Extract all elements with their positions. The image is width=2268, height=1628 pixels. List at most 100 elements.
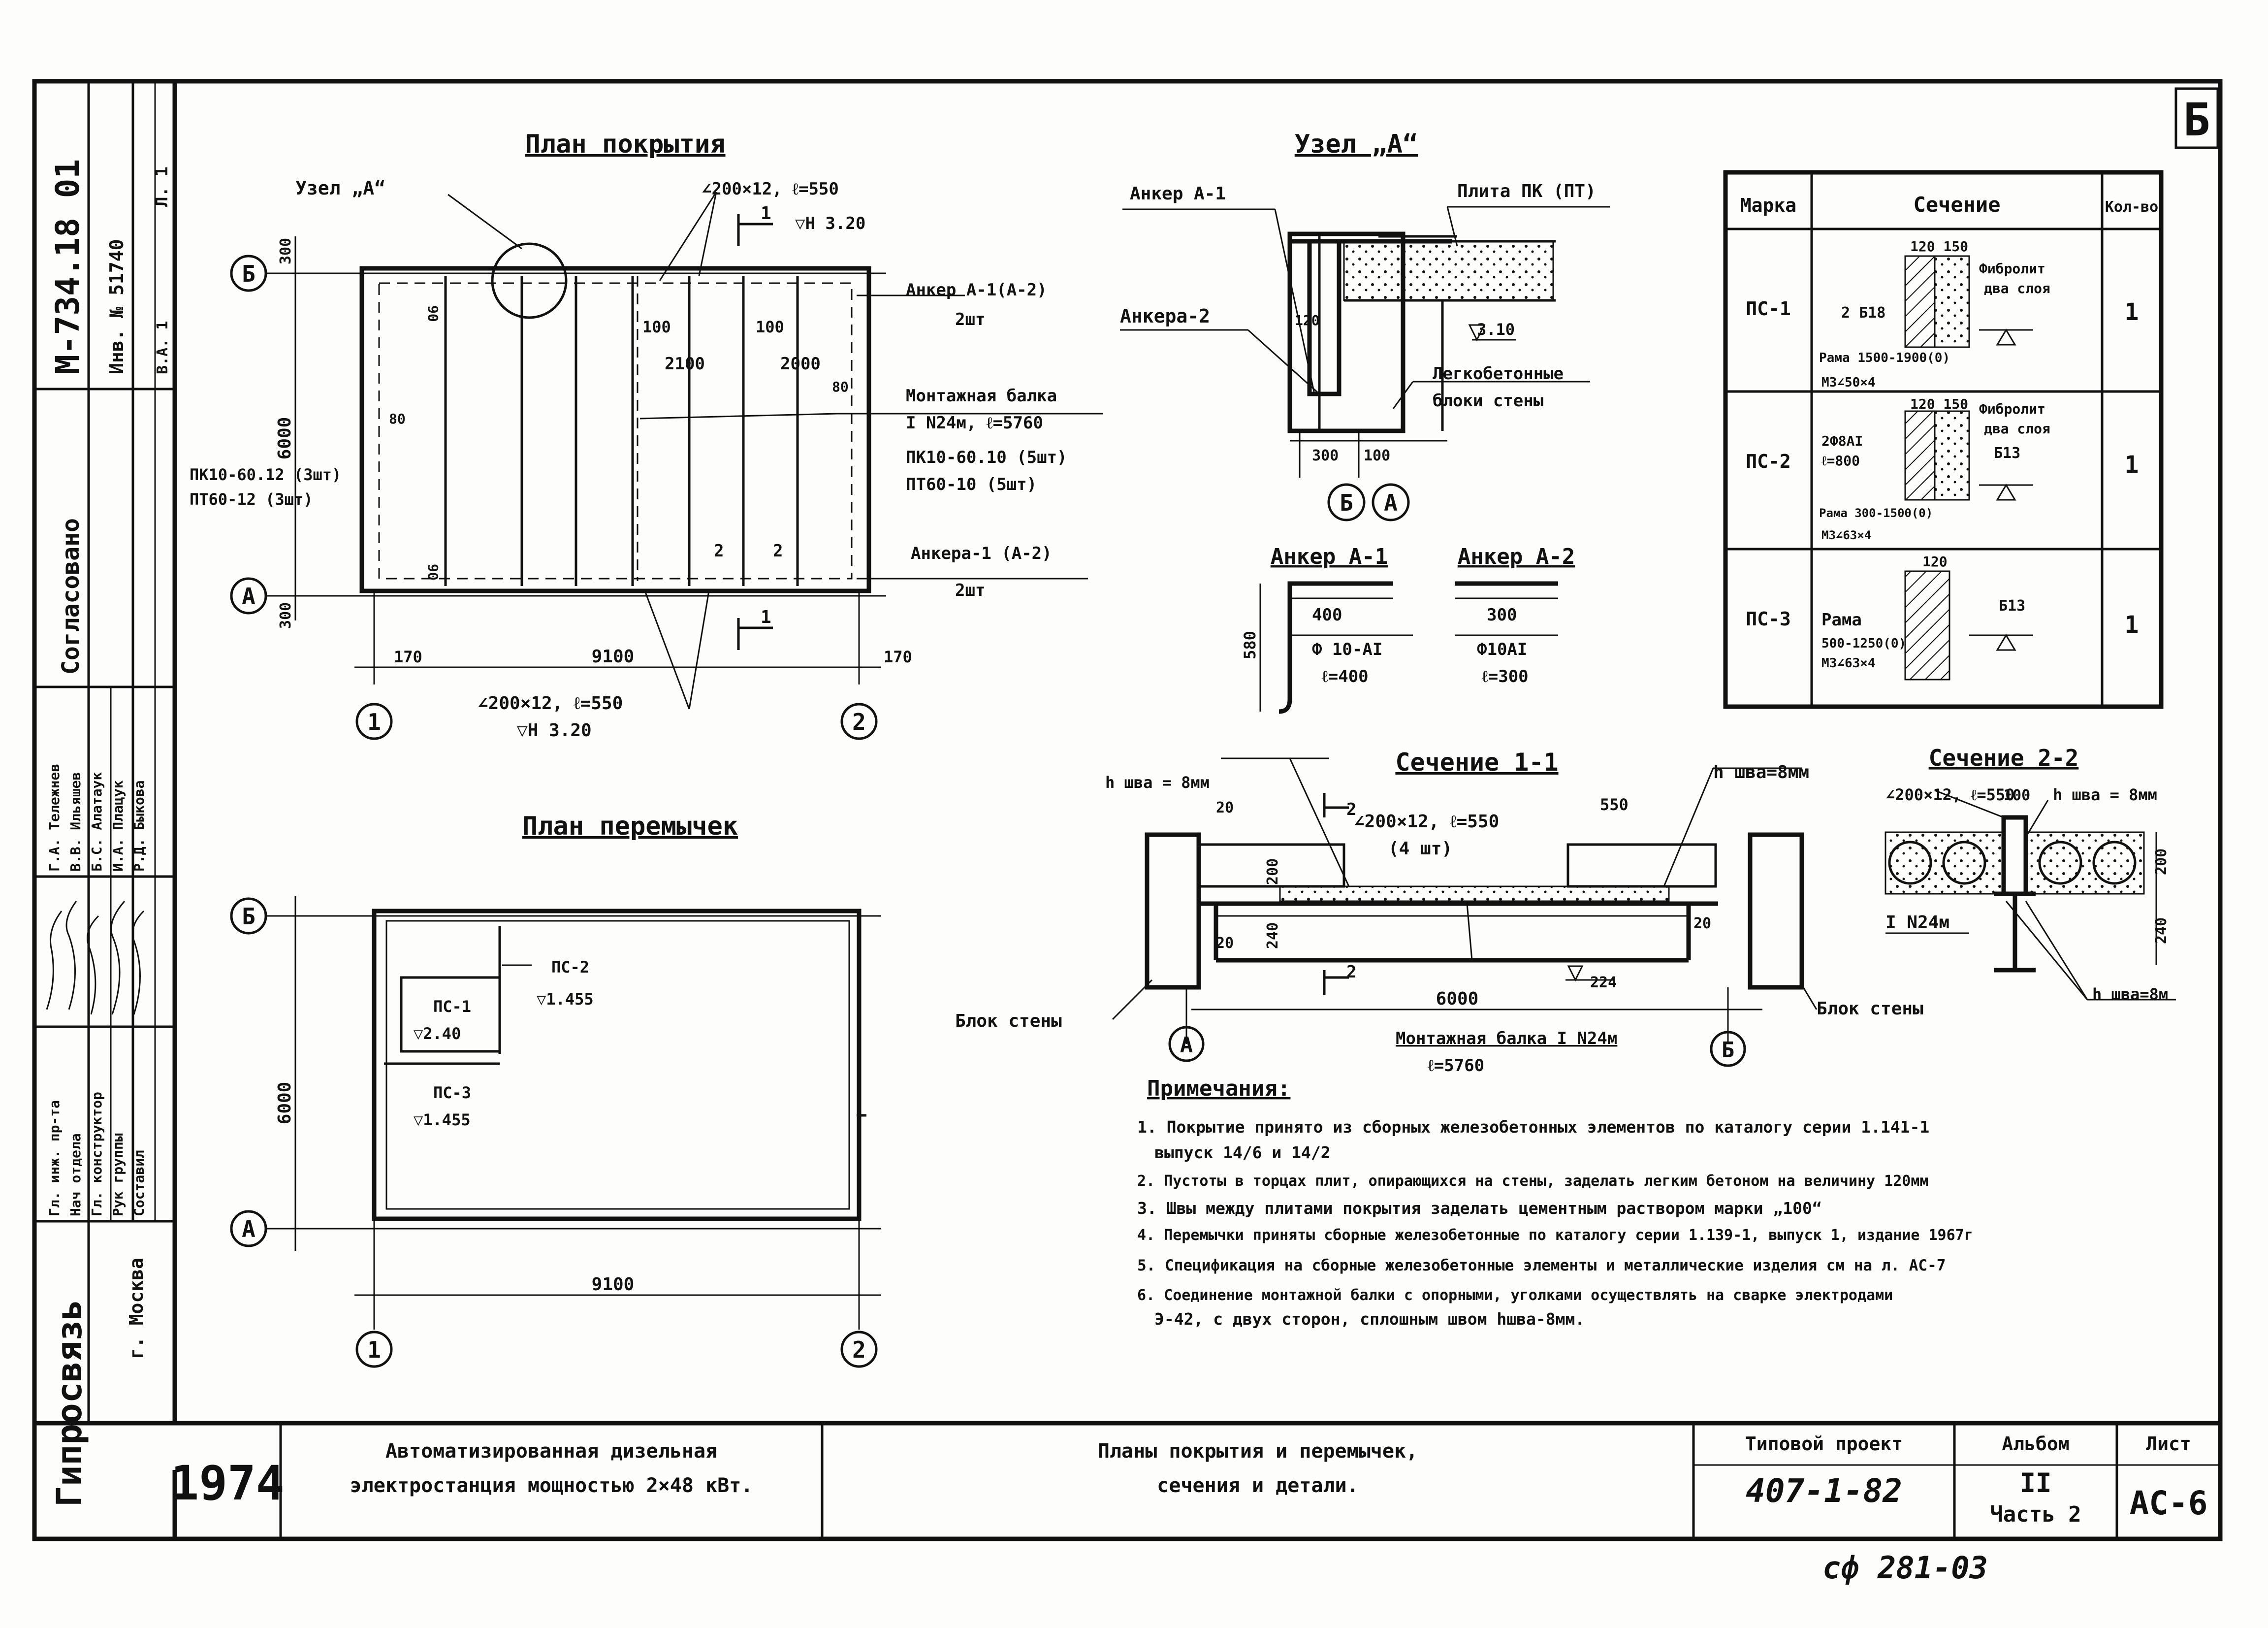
section-22-dim-200: 200 <box>2153 848 2170 875</box>
node-slab: Плита ПК (ПТ) <box>1457 181 1596 201</box>
lintel-axis-b: Б <box>242 903 256 930</box>
section-11-dim-6000: 6000 <box>1436 989 1479 1009</box>
section-22-angle: ∠200×12, ℓ=550 <box>1885 785 2014 804</box>
section-11-block-left: Блок стены <box>955 1011 1062 1031</box>
node-axis-a-circle <box>1372 483 1410 521</box>
svg-text:Рама 1500-1900(0): Рама 1500-1900(0) <box>1819 351 1950 365</box>
list-item: 1. Покрытие принято из сборных железобет… <box>1137 1117 1929 1137</box>
node-dim-120: 120 <box>1295 312 1320 328</box>
svg-text:Рама: Рама <box>1821 610 1862 630</box>
table-row: ПС-1 1 2 Б18 Рама 1500-1900(0) МЗ∠50×4 1… <box>1746 238 2139 390</box>
roof-plan-axes <box>230 255 878 740</box>
roof-dim-90-bottom: 90 <box>425 564 441 581</box>
lintel-dim-width: 9100 <box>592 1274 635 1295</box>
roof-plan-title: План покрытия <box>525 130 726 159</box>
svg-text:Б.С. Алатаук: Б.С. Алатаук <box>89 772 105 872</box>
section-11-mark-224: 224 <box>1590 974 1617 991</box>
roof-mark-top: ▽Н 3.20 <box>795 214 865 233</box>
roof-mark-bottom: ▽Н 3.20 <box>517 720 592 741</box>
svg-text:120 150: 120 150 <box>1910 238 1968 255</box>
roof-axis-2: 2 <box>852 709 866 735</box>
archive-stamp: сф 281-03 <box>1822 1550 1988 1586</box>
anchor-a2-dim: 300 <box>1487 605 1517 625</box>
roof-dim-2000: 2000 <box>780 354 821 374</box>
roof-axis-1: 1 <box>367 709 381 735</box>
year: 1974 <box>170 1456 284 1511</box>
section-11-axis-b-circle <box>1710 1031 1746 1067</box>
table-row: ПС-2 1 2Ф8АI ℓ=800 Рама 300-1500(0) МЗ∠6… <box>1746 396 2139 542</box>
organization-city: г. Москва <box>126 1258 147 1359</box>
node-axis-a: А <box>1384 489 1398 516</box>
roof-dim-left: 170 <box>394 648 422 666</box>
typical-project-number: 407-1-82 <box>1746 1472 1902 1510</box>
sheet-frame <box>32 79 2223 1541</box>
svg-text:2Ф8АI: 2Ф8АI <box>1821 433 1863 449</box>
roof-angle-top: ∠200×12, ℓ=550 <box>702 179 839 199</box>
lintel-ps3-mark: ▽1.455 <box>414 1110 471 1129</box>
node-axis-b-circle <box>1327 483 1366 521</box>
staff-roles: Гл. инж. пр-та Нач отдела Гл. конструкто… <box>46 1092 147 1216</box>
anchor-a1-length: ℓ=400 <box>1322 667 1369 686</box>
anchor-a2-length: ℓ=300 <box>1482 667 1529 686</box>
roof-slab-right-1: ПК10-60.10 (5шт) <box>906 448 1067 467</box>
roof-dim-80-right: 80 <box>832 379 849 395</box>
svg-text:МЗ∠63×4: МЗ∠63×4 <box>1821 656 1876 671</box>
list-item: 2. Пустоты в торцах плит, опирающихся на… <box>1137 1172 1928 1190</box>
roof-slab-right-2: ПТ60-10 (5шт) <box>906 475 1037 494</box>
notes-list: 1. Покрытие принято из сборных железобет… <box>1137 1117 1973 1329</box>
svg-text:2 Б18: 2 Б18 <box>1841 304 1885 322</box>
roof-cut-2-right: 2 <box>773 541 783 561</box>
anchor-a1-dim: 400 <box>1312 605 1342 625</box>
section-11-dim-20-right: 20 <box>1693 915 1711 932</box>
section-22-weld-bottom: h шва=8м <box>2092 985 2168 1004</box>
album-label: Альбом <box>2002 1433 2069 1455</box>
section-11-weld-left: h шва = 8мм <box>1105 773 1210 792</box>
section-11-block-right: Блок стены <box>1817 999 1923 1019</box>
lintel-ps2-label: ПС-2 <box>551 958 589 977</box>
roof-anchor-bottom: Анкера-1 (А-2) <box>911 544 1052 563</box>
roof-axis-b: Б <box>242 260 256 287</box>
section-11-axis-b: Б <box>1722 1038 1735 1063</box>
inventory-number: Инв. № 51740 <box>106 239 128 374</box>
list-item: 6. Соединение монтажной балки с опорными… <box>1137 1287 1893 1304</box>
roof-beam-spec: I N24м, ℓ=5760 <box>906 413 1043 433</box>
svg-text:Нач отдела: Нач отдела <box>67 1133 84 1216</box>
section-22-title: Сечение 2-2 <box>1929 745 2079 771</box>
album-number: II <box>2019 1467 2051 1498</box>
section-22-beam: I N24м <box>1885 912 1949 933</box>
lintel-table <box>1723 170 2164 709</box>
sheet-mark-box <box>2174 87 2219 149</box>
svg-text:Г.А. Тележнев: Г.А. Тележнев <box>46 764 63 872</box>
roof-slab-left-1: ПК10-60.12 (3шт) <box>190 465 341 484</box>
node-blocks-1: Легкобетонные <box>1433 364 1564 384</box>
doc-number: М-734.18 01 <box>49 159 87 374</box>
section-11 <box>1112 757 1818 1044</box>
table-header-qty: Кол-во <box>2105 198 2158 216</box>
section-11-dim-240: 240 <box>1264 922 1281 949</box>
svg-text:Составил: Составил <box>131 1150 147 1216</box>
section-11-qty: (4 шт) <box>1388 839 1452 859</box>
svg-text:Гл. инж. пр-та: Гл. инж. пр-та <box>46 1100 63 1216</box>
svg-text:120 150: 120 150 <box>1910 396 1968 412</box>
table-header-section: Сечение <box>1913 193 2000 217</box>
lintel-ps1-mark: ▽2.40 <box>414 1024 461 1043</box>
svg-text:ПС-1: ПС-1 <box>1746 298 1791 320</box>
svg-text:Фибролит: Фибролит <box>1979 260 2045 277</box>
section-11-dim-20-top: 20 <box>1216 799 1234 816</box>
sheet-ref: Л. 1 <box>152 166 172 207</box>
roof-anchor-top-qty: 2шт <box>955 310 985 329</box>
section-11-title: Сечение 1-1 <box>1395 748 1558 777</box>
project-name-line2: электростанция мощностью 2×48 кВт. <box>350 1474 753 1497</box>
node-a-detail <box>1120 206 1610 478</box>
section-11-cut-2-bottom: 2 <box>1346 962 1356 982</box>
roof-dim-300-bottom: 300 <box>277 602 294 629</box>
section-11-beam-length: ℓ=5760 <box>1428 1056 1484 1075</box>
lintel-axis-2: 2 <box>852 1336 866 1363</box>
anchor-a2-sketch <box>1455 581 1558 636</box>
anchor-a1-sketch <box>1259 581 1413 714</box>
anchor-a1-height: 580 <box>1241 631 1259 659</box>
section-11-angle: ∠200×12, ℓ=550 <box>1354 812 1499 832</box>
anchor-a2-title: Анкер А-2 <box>1458 544 1575 569</box>
album-part: Часть 2 <box>1990 1502 2081 1527</box>
